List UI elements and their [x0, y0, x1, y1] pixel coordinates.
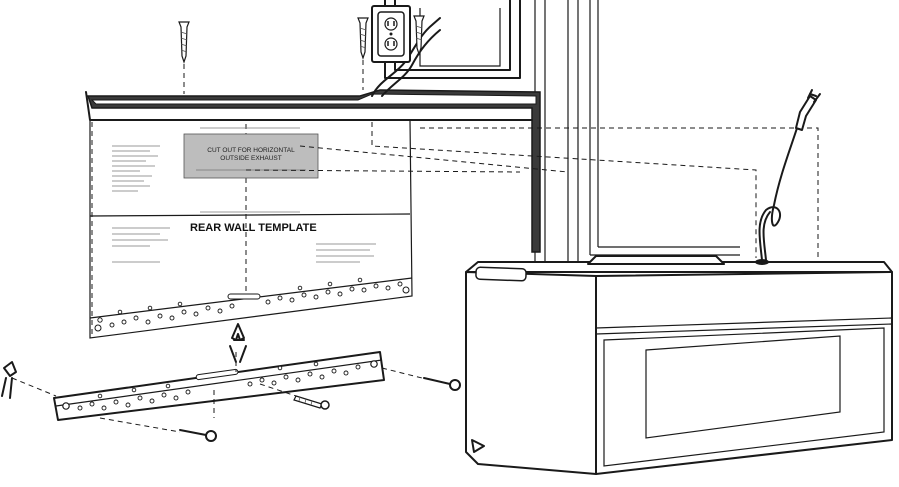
cabinet-bottom-band [86, 89, 541, 253]
clip-icon [229, 323, 247, 363]
alignment-guides [245, 122, 819, 268]
upper-cabinet [85, 0, 541, 253]
bolt-icon [423, 377, 461, 391]
wall-screw-icon [413, 15, 425, 56]
bolt-icon [179, 429, 217, 442]
template-fine-print [112, 127, 376, 263]
power-plug-icon [795, 89, 821, 131]
mounting-plate [53, 351, 385, 421]
rear-wall-template: CUT OUT FOR HORIZONTAL OUTSIDE EXHAUST R… [89, 119, 413, 339]
microwave-oven [465, 255, 893, 475]
power-cord [758, 124, 799, 261]
template-hole-pattern [97, 277, 403, 328]
wall-screw-icon [357, 17, 369, 90]
power-outlet-icon [371, 5, 411, 63]
cutout-label-line1: CUT OUT FOR HORIZONTAL [207, 147, 295, 154]
bolt-icon [293, 395, 330, 410]
template-title: REAR WALL TEMPLATE [190, 222, 317, 234]
wall-screw-icon [178, 21, 190, 94]
clip-icon [1, 361, 17, 399]
cutout-label-line2: OUTSIDE EXHAUST [220, 155, 281, 162]
wall-corner-frame [534, 0, 740, 262]
